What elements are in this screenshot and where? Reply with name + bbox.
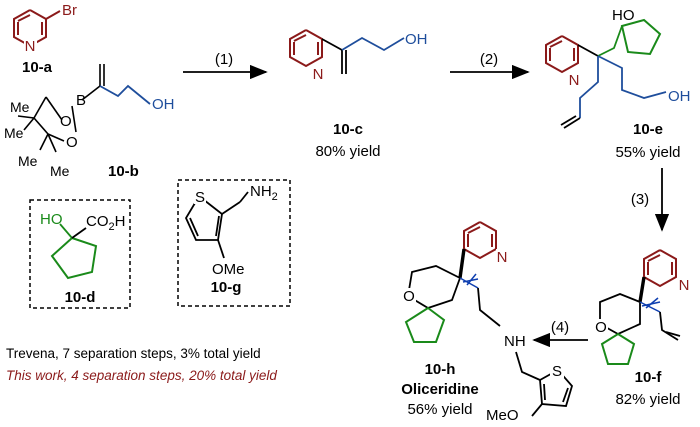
cyclopentane-10-e xyxy=(620,18,662,56)
label-10-h: 10-h xyxy=(425,361,456,378)
box-10-d: HO CO2H 10-d xyxy=(29,199,131,309)
yield-10-h: 56% yield xyxy=(407,401,472,418)
label-10-a: 10-a xyxy=(22,59,53,76)
label-10-f: 10-f xyxy=(635,369,663,386)
atom-S-10-g: S xyxy=(195,189,205,206)
atom-N-10-f: N xyxy=(679,277,690,294)
atom-Br: Br xyxy=(62,2,77,19)
atom-O-10-f: O xyxy=(595,319,607,336)
label-10-e: 10-e xyxy=(633,121,663,138)
methyl-2: Me xyxy=(4,125,24,141)
atom-O-upper: O xyxy=(60,113,72,130)
atom-HO-10-e: HO xyxy=(612,7,635,24)
hydroxy-chain-10-c xyxy=(341,36,405,52)
name-oliceridine: Oliceridine xyxy=(401,381,479,398)
cyclopentane-10-d xyxy=(50,236,98,280)
compound-10-c: N OH 10-c 80% yield xyxy=(289,29,428,160)
compound-10-f: N O 10-f 82% yield xyxy=(595,249,691,408)
label-10-d: 10-d xyxy=(65,289,96,306)
compound-10-a: N Br 10-a xyxy=(13,2,77,76)
label-10-g: 10-g xyxy=(211,279,242,296)
hydroxy-chain-10-b xyxy=(99,84,151,105)
atom-S-10-h: S xyxy=(552,363,562,380)
atom-N-10-c: N xyxy=(313,66,324,83)
cyclopentane-10-h xyxy=(404,306,446,343)
pyridine-ring-10-f xyxy=(643,249,677,288)
step-label-2: (2) xyxy=(480,51,498,68)
methyl-4: Me xyxy=(50,163,70,179)
pyridine-ring-10-e xyxy=(545,35,579,74)
methoxy-10-g: OMe xyxy=(212,261,245,278)
label-10-c: 10-c xyxy=(333,121,363,138)
yield-10-c: 80% yield xyxy=(315,143,380,160)
hydroxy-chain-10-e xyxy=(597,55,667,99)
atom-OH-10-b: OH xyxy=(152,96,175,113)
step-label-3: (3) xyxy=(631,191,649,208)
footer-this-work: This work, 4 separation steps, 20% total… xyxy=(6,368,277,383)
atom-N-10-a: N xyxy=(25,38,36,55)
compound-10-h: N O NH S MeO 10-h Oliceridine 56% yield xyxy=(401,221,574,424)
methoxy-10-h: MeO xyxy=(486,407,519,424)
pyridine-ring-10-h xyxy=(463,221,497,260)
thiophene-ring-10-g xyxy=(184,197,223,241)
yield-10-e: 55% yield xyxy=(615,144,680,161)
atom-O-lower: O xyxy=(66,134,78,151)
atom-N-10-h: N xyxy=(497,249,508,266)
step-label-1: (1) xyxy=(215,51,233,68)
step-label-4: (4) xyxy=(551,319,569,336)
acid-group-10-d: CO2H xyxy=(86,213,125,233)
atom-B: B xyxy=(76,92,86,109)
atom-NH-10-h: NH xyxy=(504,333,526,350)
atom-OH-10-c: OH xyxy=(405,31,428,48)
methyl-1: Me xyxy=(10,99,30,115)
atom-N-10-e: N xyxy=(569,72,580,89)
label-10-b: 10-b xyxy=(108,163,139,180)
cyclopentane-10-f xyxy=(600,332,636,365)
atom-O-10-h: O xyxy=(403,288,415,305)
amine-10-g: NH2 xyxy=(250,183,278,203)
pyridine-ring-10-c xyxy=(289,29,323,68)
box-10-g: S NH2 OMe 10-g xyxy=(177,179,291,307)
compound-10-b: B O O OH Me Me Me Me 10-b xyxy=(4,64,175,180)
yield-10-f: 82% yield xyxy=(615,391,680,408)
footer-trevena: Trevena, 7 separation steps, 3% total yi… xyxy=(6,346,261,361)
c-br-bond xyxy=(45,10,61,20)
atom-OH-10-e: OH xyxy=(668,88,691,105)
methyl-3: Me xyxy=(18,153,38,169)
atom-HO-10-d: HO xyxy=(40,211,63,228)
compound-10-e: N HO OH 10-e 55% yield xyxy=(545,7,691,161)
